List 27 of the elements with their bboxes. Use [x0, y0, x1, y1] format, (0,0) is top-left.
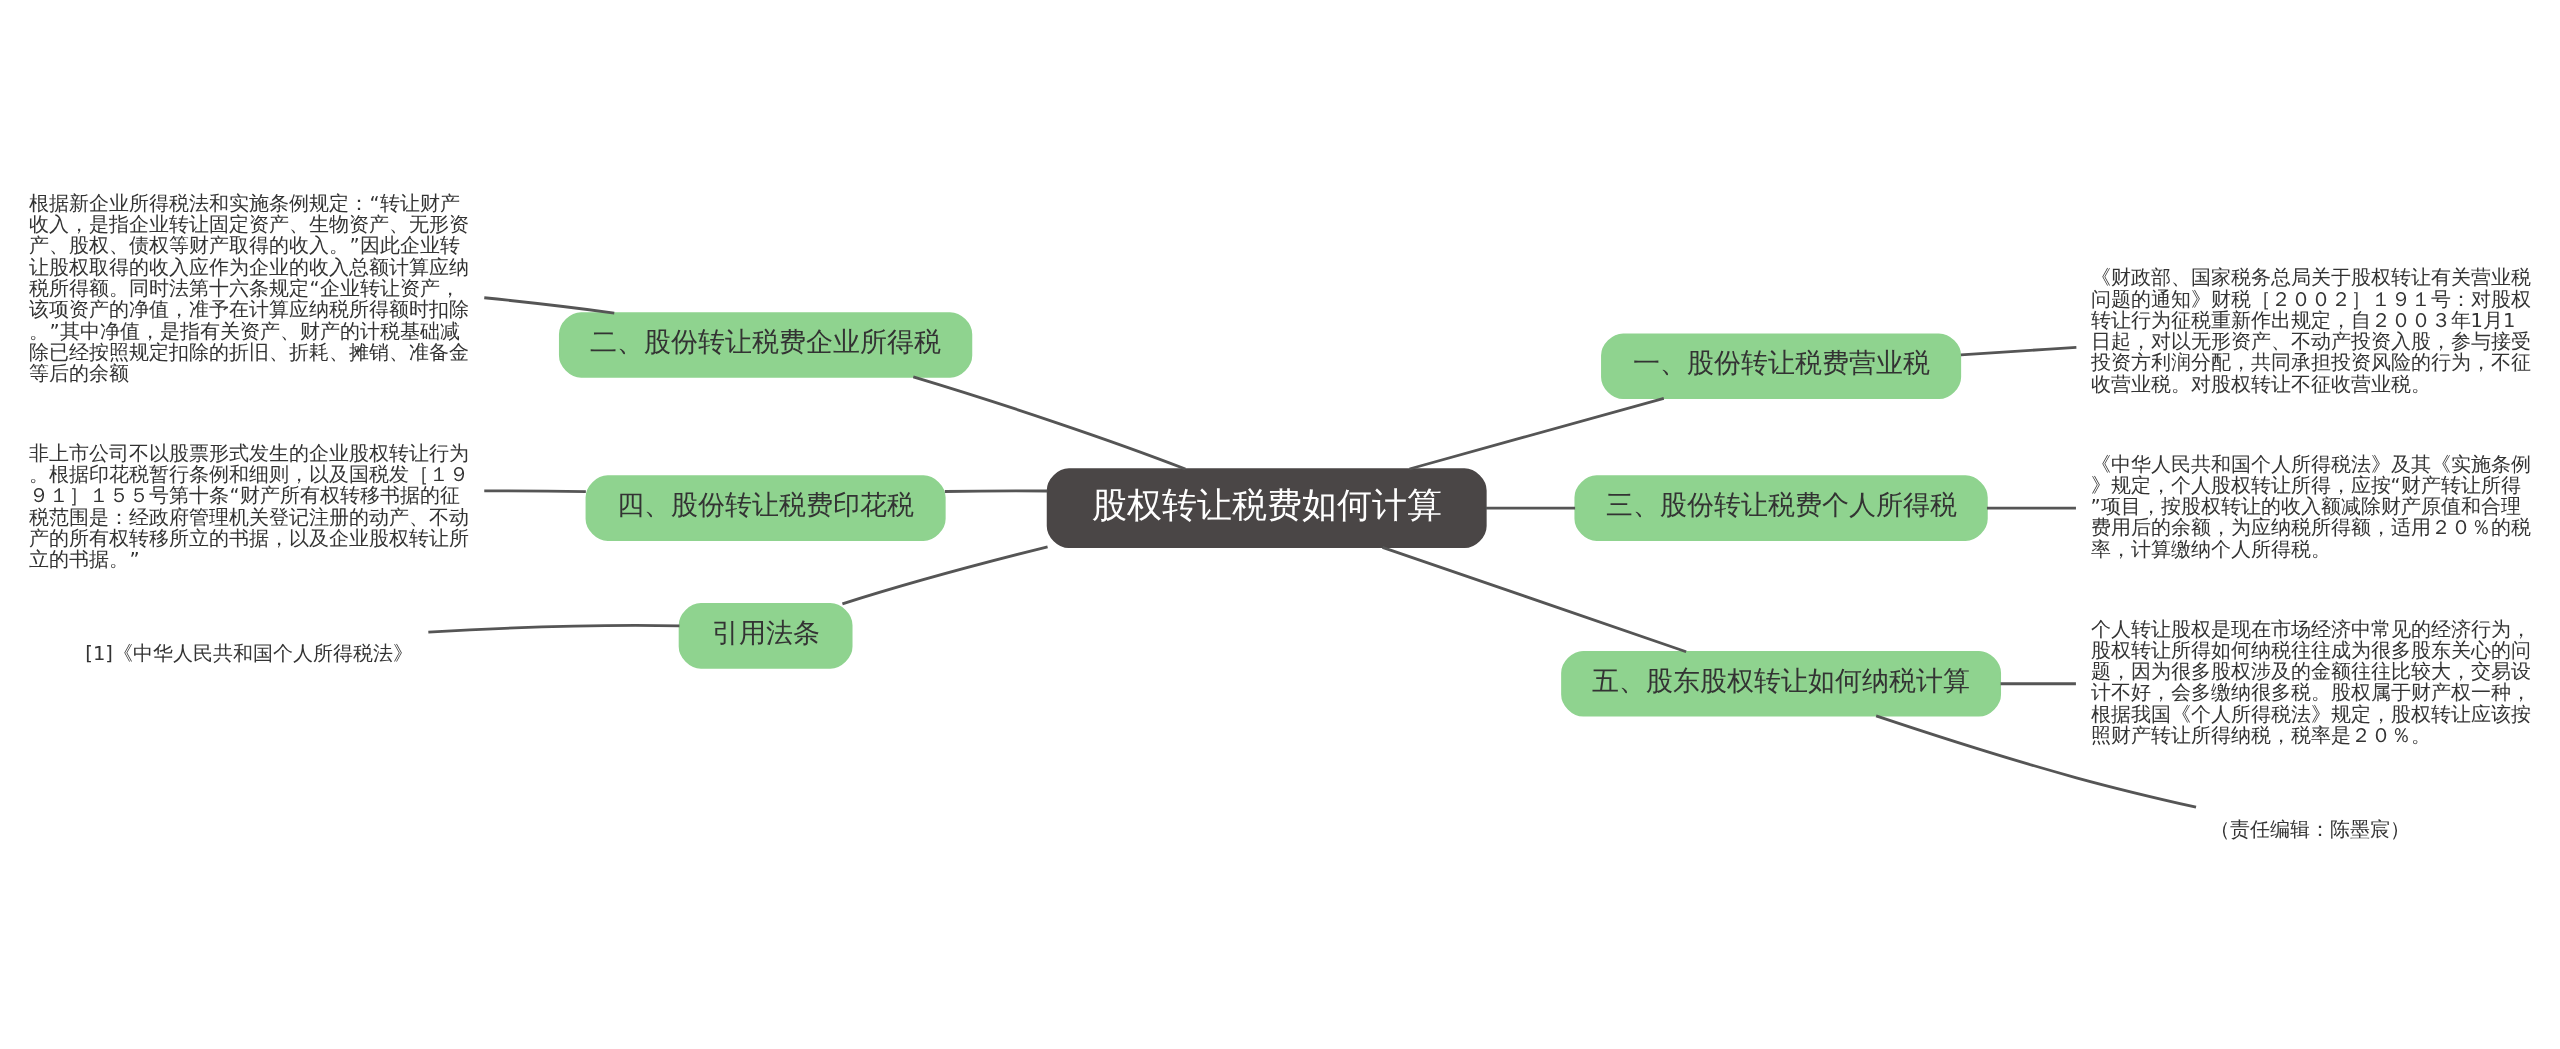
node-box: 三、股份转让税费个人所得税: [1574, 474, 1988, 541]
connector: [428, 623, 680, 633]
connector: [1960, 345, 2077, 356]
connector: [944, 488, 1048, 493]
connector: [1382, 545, 1687, 653]
connector: [484, 488, 586, 493]
node-box: 五、股东股权转让如何纳税计算: [1561, 650, 2002, 717]
connector: [912, 375, 1186, 470]
node-box: 一、股份转让税费营业税: [1601, 332, 1962, 399]
connector: [1409, 396, 1665, 470]
node-box: 四、股份转让税费印花税: [585, 474, 946, 541]
node-box: 二、股份转让税费企业所得税: [558, 311, 973, 378]
node-text: [1]《中华人民共和国个人所得税法》: [85, 641, 413, 665]
node-text: 个人转让股权是现在市场经济中常见的经济行为，股权转让所得如何纳税往往成为很多股东关心的问题，因为很多股权涉及的金额往往比较大，交易设计不好，会多缴纳很多税。股权属于财产权一种，根据我国《个人所得税法》规定，股权转让应该按照财产转让所得纳税，税率是２０％。: [2090, 617, 2531, 747]
connector: [1986, 506, 2076, 510]
connector: [1485, 506, 1576, 510]
node-box: 股权转让税费如何计算: [1046, 467, 1487, 548]
node-text: 《中华人民共和国个人所得税法》及其《实施条例》规定，个人股权转让所得，应按“财产转让所得”项目，按股权转让的收入额减除财产原值和合理费用后的余额，为应纳税所得额，适用２０％的税率，计算缴纳个人所得税。: [2090, 452, 2531, 561]
connector: [842, 544, 1048, 605]
node-box: 引用法条: [678, 602, 853, 669]
connector: [484, 295, 615, 314]
node-text: 非上市公司不以股票形式发生的企业股权转让行为。根据印花税暂行条例和细则，以及国税发［１９９１］１５５号第十条“财产所有权转移书据的征税范围是：经政府管理机关登记注册的动产、不动产的所有权转移所立的书据，以及企业股权转让所立的书据。”: [29, 441, 470, 571]
node-text: 《财政部、国家税务总局关于股权转让有关营业税问题的通知》财税［２００２］１９１号：对股权转让行为征税重新作出规定，自２００３年1月1日起，对以无形资产、不动产投资入股，参与接受投资方利润分配，共同承担投资风险的行为，不征收营业税。对股权转让不征收营业税。: [2090, 265, 2531, 396]
connector: [2000, 681, 2076, 685]
node-text: 根据新企业所得税法和实施条例规定：“转让财产收入，是指企业转让固定资产、生物资产、无形资产、股权、债权等财产取得的收入。”因此企业转让股权取得的收入应作为企业的收入总额计算应纳税所得额。同时法第十六条规定“企业转让资产，该项资产的净值，准予在计算应纳税所得额时扣除。”其中净值，是指有关资产、财产的计税基础减除已经按照规定扣除的折旧、折耗、摊销、准备金等后的余额: [29, 191, 470, 385]
connector: [1875, 714, 2197, 809]
node-text: （责任编辑：陈墨宸）: [2210, 817, 2411, 841]
